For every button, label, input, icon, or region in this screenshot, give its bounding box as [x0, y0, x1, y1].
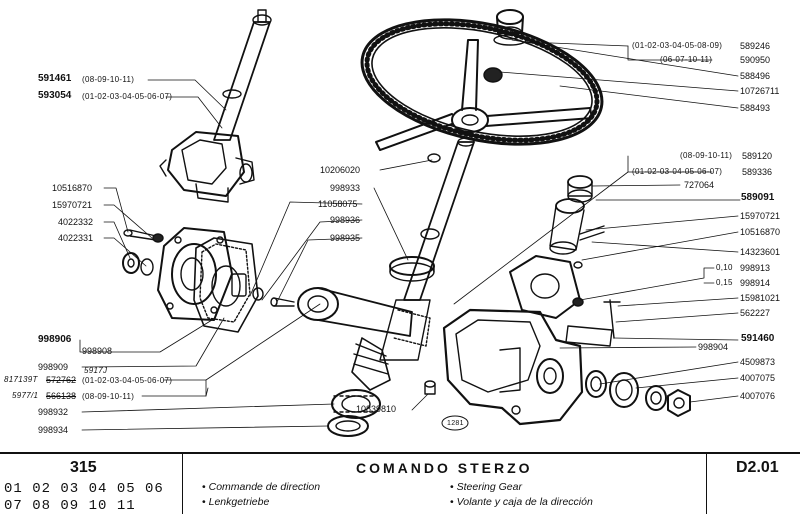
steering-box-casing-drawing — [442, 175, 691, 426]
part-589120-models: (08-09-10-11) — [680, 151, 733, 160]
plate-number: 315 — [70, 459, 97, 476]
description-en-text: Steering Gear — [456, 481, 522, 493]
part-589336-models: (01-02-03-04-05-06-07) — [632, 167, 723, 176]
part-10839810: 10839810 — [356, 404, 397, 414]
part-10726711: 10726711 — [740, 86, 780, 96]
part-588493: 588493 — [740, 103, 771, 113]
part-589246-models: (01-02-03-04-05-08-09) — [632, 41, 723, 50]
bullet: • — [450, 481, 454, 493]
part-589091: 589091 — [741, 192, 775, 203]
description-de: • Lenkgetriebe — [202, 496, 269, 508]
part-590950-models: (06-07-10-11) — [660, 55, 713, 64]
models-row-1: 01 02 03 04 05 06 — [4, 481, 164, 497]
part-4007075: 4007075 — [740, 373, 776, 383]
bullet: • — [202, 496, 206, 508]
part-566138-models: (08-09-10-11) — [82, 392, 135, 401]
plate-title: COMANDO STERZO — [356, 460, 533, 476]
part-998909: 998909 — [38, 362, 69, 372]
bullet: • — [202, 481, 206, 493]
part-998933: 998933 — [330, 183, 361, 193]
part-572762: 572762 — [46, 375, 77, 385]
description-es: • Volante y caja de la dirección — [450, 496, 593, 508]
part-590950: 590950 — [740, 55, 771, 65]
part-562227: 562227 — [740, 308, 771, 318]
part-10206020: 10206020 — [320, 165, 361, 175]
part-589246: 589246 — [740, 41, 771, 51]
description-fr: • Commande de direction — [202, 481, 320, 493]
part-998935: 998935 — [330, 233, 361, 243]
part-572762-handwritten: 5917J — [84, 366, 108, 375]
part-589336: 589336 — [742, 167, 773, 177]
models-row-2: 07 08 09 10 11 — [4, 498, 136, 514]
part-591461-models: (08-09-10-11) — [82, 75, 135, 84]
part-593054-models: (01-02-03-04-05-06-07) — [82, 92, 173, 101]
part-593054: 593054 — [38, 90, 72, 101]
exploded-view-drawing — [79, 9, 741, 437]
part-998932: 998932 — [38, 407, 69, 417]
part-589120: 589120 — [742, 151, 773, 161]
stamp-1281: 1281 — [447, 420, 464, 427]
bullet: • — [450, 496, 454, 508]
plate-code: D2.01 — [736, 459, 779, 476]
part-10516870-left: 10516870 — [52, 183, 93, 193]
stamp-1281-drawing — [441, 415, 469, 431]
part-15970721-right: 15970721 — [740, 211, 781, 221]
part-998914-prefix: 0,15 — [716, 278, 733, 287]
leader-lines — [79, 39, 741, 431]
left-flange-plate-drawing — [122, 227, 259, 333]
part-10516870-right: 10516870 — [740, 227, 781, 237]
description-fr-text: Commande de direction — [208, 481, 321, 493]
upper-steering-box-drawing — [159, 131, 255, 203]
description-en: • Steering Gear — [450, 481, 522, 493]
part-572762-stamp: 817139T — [4, 375, 38, 384]
part-14323601: 14323601 — [740, 247, 781, 257]
part-591460: 591460 — [741, 333, 775, 344]
part-4509873: 4509873 — [740, 357, 776, 367]
part-998934: 998934 — [38, 425, 69, 435]
part-15981021: 15981021 — [740, 293, 781, 303]
description-es-text: Volante y caja de la dirección — [456, 496, 593, 508]
part-566138: 566138 — [46, 391, 77, 401]
part-11058075: 11058075 — [318, 199, 358, 209]
part-998913: 998913 — [740, 263, 771, 273]
part-998904: 998904 — [698, 342, 729, 352]
part-998908: 998908 — [82, 346, 113, 356]
part-566138-stamp: 5977/1 — [12, 391, 39, 400]
part-998913-prefix: 0,10 — [716, 263, 733, 272]
part-4007076: 4007076 — [740, 391, 776, 401]
steering-column-drawing — [213, 9, 475, 361]
part-4022332: 4022332 — [58, 217, 94, 227]
part-998914: 998914 — [740, 278, 771, 288]
description-de-text: Lenkgetriebe — [208, 496, 270, 508]
divider — [182, 454, 183, 514]
steering-wheel-drawing — [360, 9, 604, 151]
part-15970721-left: 15970721 — [52, 200, 93, 210]
worm-shaft-drawing — [252, 153, 441, 437]
divider — [706, 454, 707, 514]
part-591461: 591461 — [38, 73, 72, 84]
part-727064: 727064 — [684, 180, 715, 190]
title-block: 315 01 02 03 04 05 06 07 08 09 10 11 COM… — [0, 452, 800, 514]
part-998936: 998936 — [330, 215, 361, 225]
part-572762-models: (01-02-03-04-05-06-07) — [82, 376, 173, 385]
part-4022331: 4022331 — [58, 233, 94, 243]
part-588496: 588496 — [740, 71, 771, 81]
part-998906: 998906 — [38, 334, 72, 345]
